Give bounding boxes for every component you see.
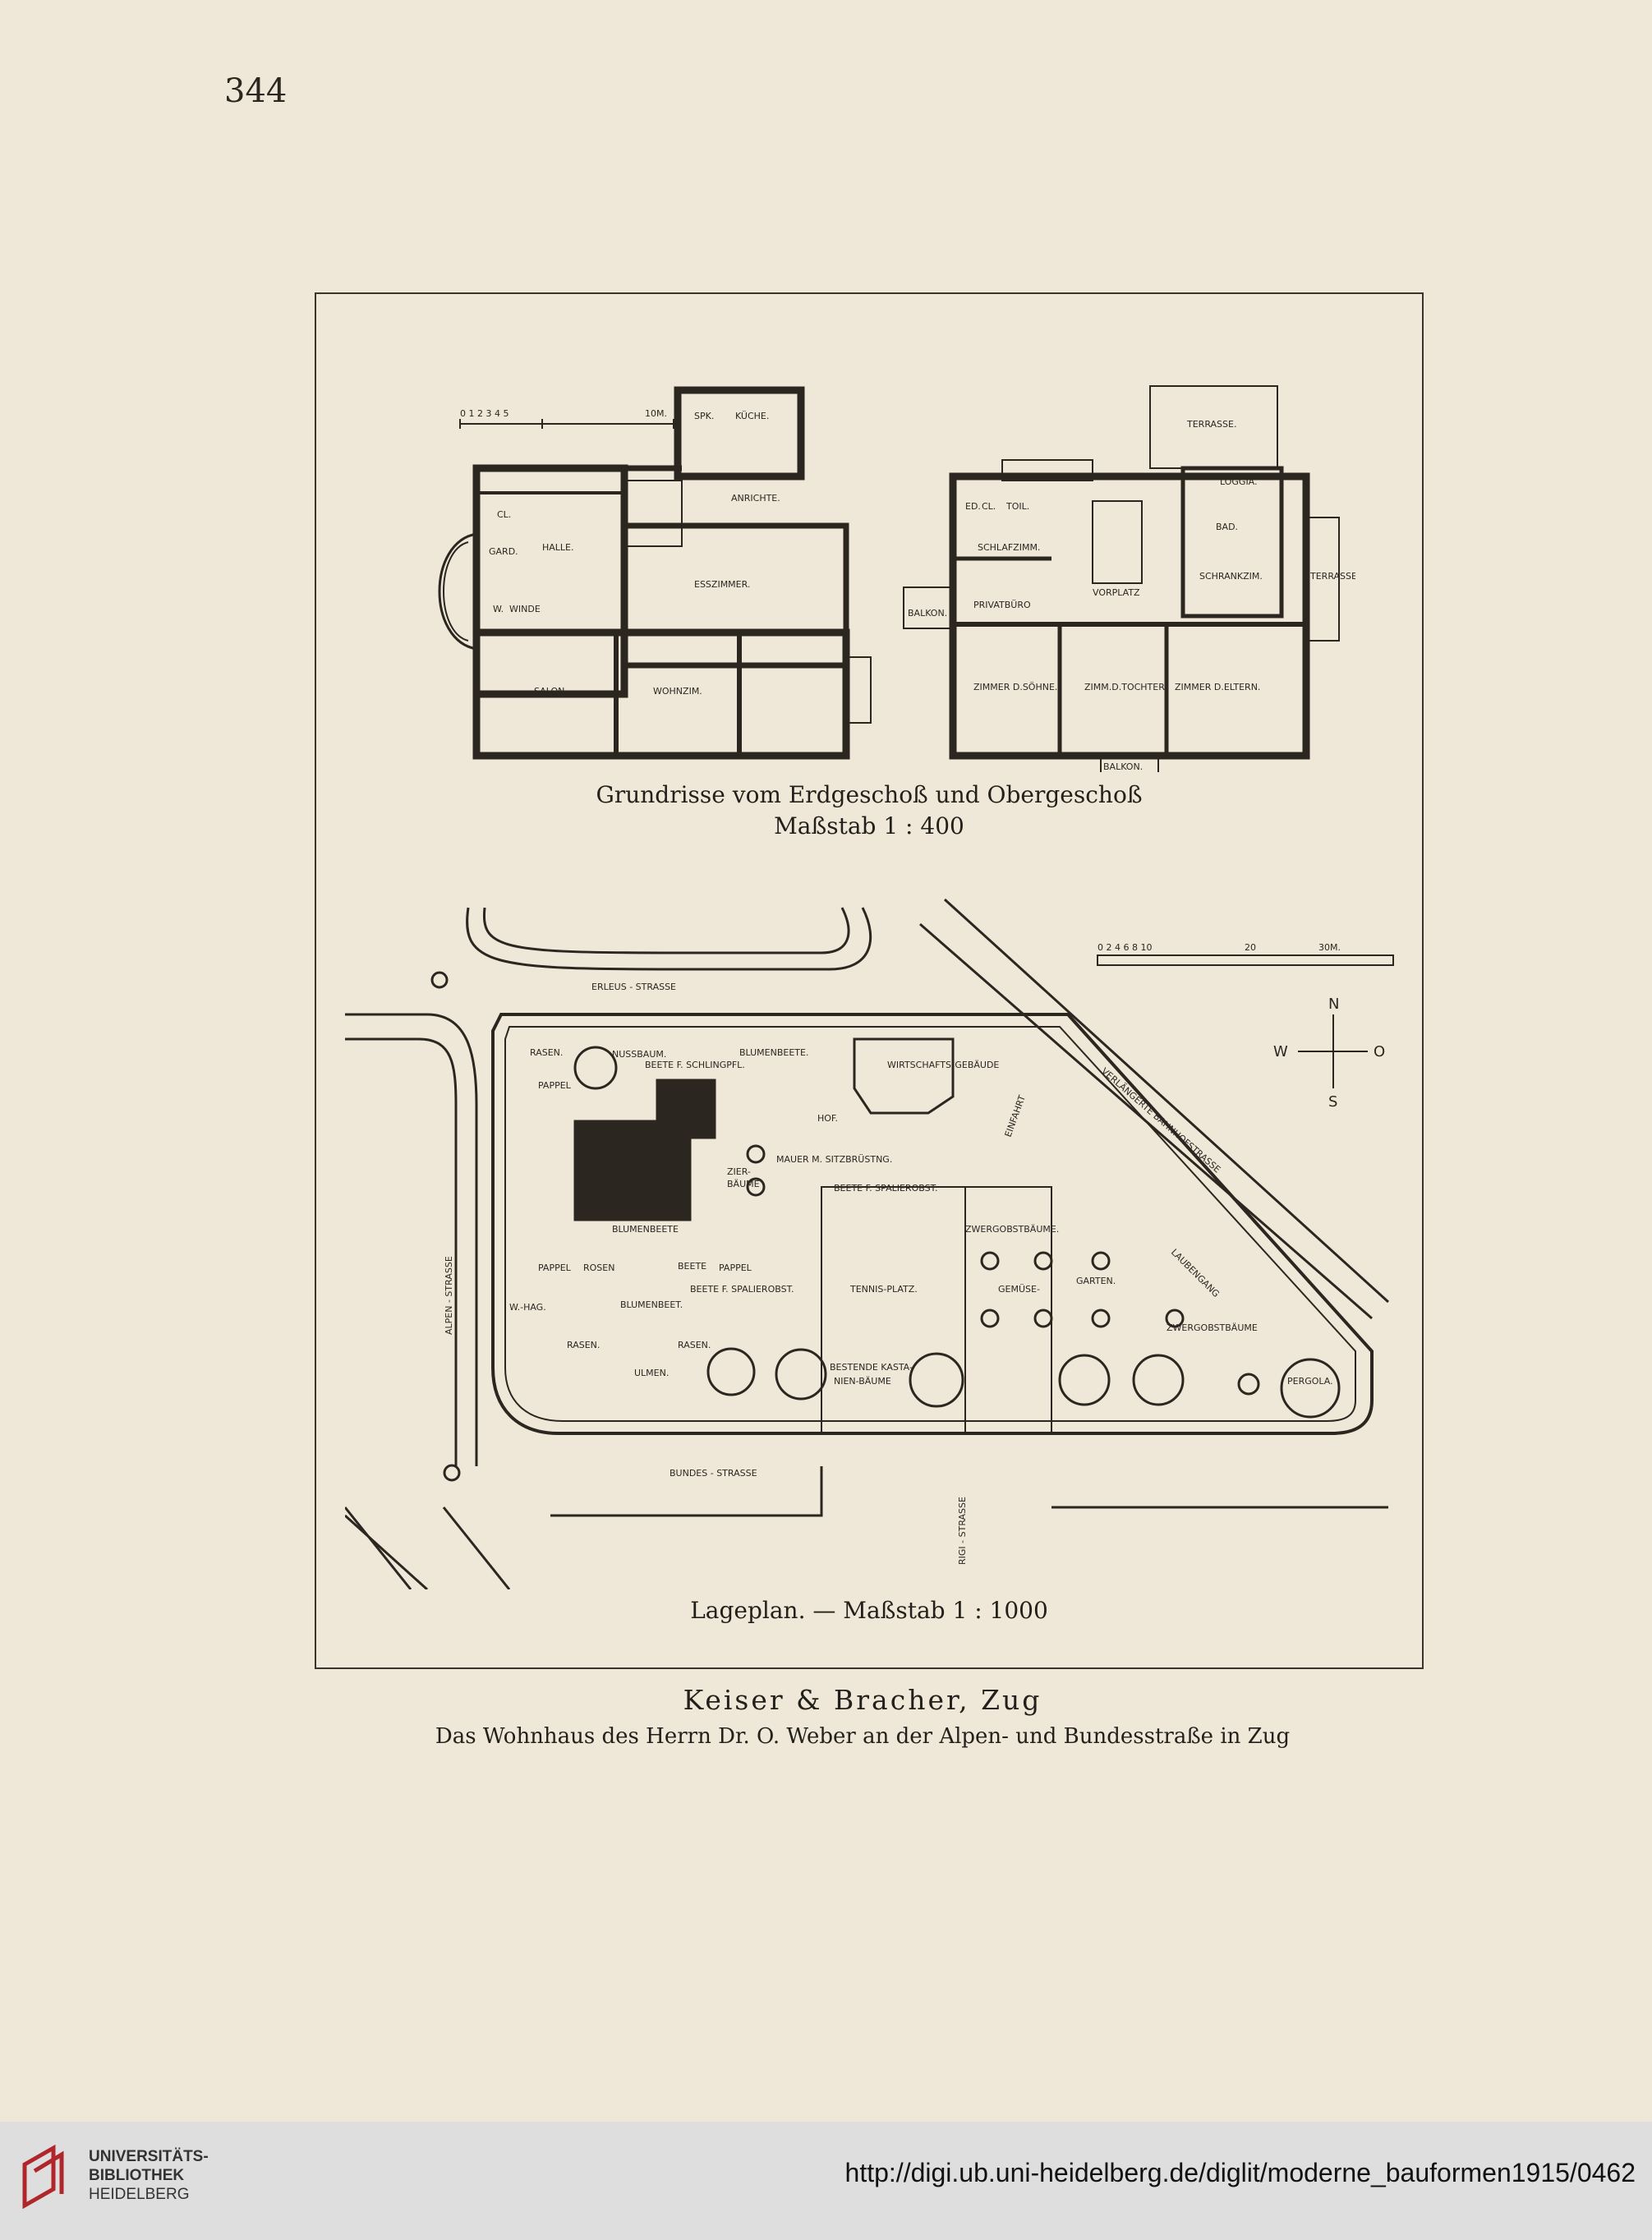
svg-text:BAD.: BAD. — [1216, 522, 1238, 532]
svg-text:PERGOLA.: PERGOLA. — [1287, 1376, 1333, 1387]
svg-text:WIRTSCHAFTS-GEBÄUDE: WIRTSCHAFTS-GEBÄUDE — [887, 1060, 999, 1070]
svg-text:GARTEN.: GARTEN. — [1076, 1276, 1116, 1286]
svg-text:RASEN.: RASEN. — [678, 1340, 711, 1350]
svg-text:RASEN.: RASEN. — [567, 1340, 600, 1350]
svg-text:PAPPEL: PAPPEL — [538, 1080, 572, 1091]
svg-text:N: N — [1328, 996, 1339, 1013]
svg-text:BEETE F. SCHLINGPFL.: BEETE F. SCHLINGPFL. — [645, 1060, 745, 1070]
svg-text:W: W — [1273, 1043, 1288, 1060]
svg-text:SPK.: SPK. — [694, 411, 714, 421]
svg-text:ED.: ED. — [965, 501, 981, 512]
svg-text:ALPEN - STRASSE: ALPEN - STRASSE — [444, 1256, 454, 1335]
svg-text:NIEN-BÄUME: NIEN-BÄUME — [834, 1376, 891, 1387]
svg-text:ULMEN.: ULMEN. — [634, 1368, 669, 1378]
svg-text:SCHLAFZIMM.: SCHLAFZIMM. — [978, 542, 1040, 553]
svg-text:NUSSBAUM.: NUSSBAUM. — [612, 1049, 666, 1060]
svg-text:CL.: CL. — [982, 501, 996, 512]
svg-text:GEMÜSE-: GEMÜSE- — [998, 1284, 1040, 1295]
site-plan-drawing: 0 2 4 6 8 10 20 30M. N S W O ERLEUS - ST… — [345, 898, 1394, 1589]
svg-text:VERLÄNGERTE BAHNHOFSTRASSE: VERLÄNGERTE BAHNHOFSTRASSE — [1099, 1065, 1222, 1175]
svg-text:WOHNZIM.: WOHNZIM. — [653, 686, 702, 697]
svg-text:S: S — [1328, 1093, 1337, 1111]
svg-text:0 1 2 3 4 5: 0 1 2 3 4 5 — [460, 408, 508, 419]
svg-text:TOIL.: TOIL. — [1005, 501, 1029, 512]
svg-text:ZIMM.D.TOCHTER: ZIMM.D.TOCHTER — [1084, 682, 1165, 692]
floor-plans-drawing: 0 1 2 3 4 5 10M. SPK. KÜCHE. ANRICHTE. C… — [438, 385, 1355, 772]
svg-text:ZIMMER D.SÖHNE.: ZIMMER D.SÖHNE. — [973, 682, 1057, 692]
svg-text:BLUMENBEETE.: BLUMENBEETE. — [739, 1047, 808, 1058]
svg-text:ZIMMER D.ELTERN.: ZIMMER D.ELTERN. — [1175, 682, 1260, 692]
svg-text:ANRICHTE.: ANRICHTE. — [731, 493, 780, 504]
svg-text:20: 20 — [1245, 942, 1256, 953]
svg-text:CL.: CL. — [497, 509, 511, 520]
svg-text:TERRASSE: TERRASSE — [1309, 571, 1355, 582]
svg-text:LOGGIA.: LOGGIA. — [1220, 476, 1258, 487]
source-url-link[interactable]: http://digi.ub.uni-heidelberg.de/diglit/… — [844, 2158, 1636, 2187]
svg-text:MAUER M. SITZBRÜSTNG.: MAUER M. SITZBRÜSTNG. — [776, 1154, 892, 1165]
svg-text:10M.: 10M. — [645, 408, 667, 419]
svg-text:SALON.: SALON. — [534, 686, 568, 697]
svg-text:RASEN.: RASEN. — [530, 1047, 563, 1058]
svg-text:BEETE F. SPALIEROBST.: BEETE F. SPALIEROBST. — [834, 1183, 937, 1194]
svg-text:SCHRANKZIM.: SCHRANKZIM. — [1199, 571, 1263, 582]
svg-text:ERLEUS - STRASSE: ERLEUS - STRASSE — [591, 982, 676, 992]
svg-text:TERRASSE.: TERRASSE. — [1186, 419, 1236, 430]
library-line2: BIBLIOTHEK — [89, 2167, 185, 2184]
svg-text:PAPPEL: PAPPEL — [719, 1263, 752, 1273]
library-line3: HEIDELBERG — [89, 2186, 190, 2203]
svg-text:ZWERGOBSTBÄUME: ZWERGOBSTBÄUME — [1167, 1322, 1258, 1333]
svg-text:BEETE F. SPALIEROBST.: BEETE F. SPALIEROBST. — [690, 1284, 794, 1295]
plate-subtitle: Das Wohnhaus des Herrn Dr. O. Weber an d… — [435, 1724, 1291, 1749]
siteplan-caption: Lageplan. — Maßstab 1 : 1000 — [690, 1597, 1048, 1624]
svg-text:GARD.: GARD. — [489, 546, 518, 557]
svg-text:W.: W. — [493, 604, 504, 614]
svg-text:BLUMENBEET.: BLUMENBEET. — [620, 1299, 683, 1310]
svg-text:BÄUME: BÄUME — [727, 1179, 760, 1189]
svg-text:TENNIS-PLATZ.: TENNIS-PLATZ. — [849, 1284, 918, 1295]
svg-text:RIGI - STRASSE: RIGI - STRASSE — [957, 1497, 968, 1565]
floorplan-caption-line1: Grundrisse vom Erdgeschoß und Obergescho… — [596, 781, 1143, 808]
svg-text:PRIVATBÜRO: PRIVATBÜRO — [973, 600, 1031, 610]
library-logo-icon — [22, 2144, 64, 2210]
svg-text:W.-HAG.: W.-HAG. — [509, 1302, 546, 1313]
svg-text:ESSZIMMER.: ESSZIMMER. — [694, 579, 750, 590]
svg-text:ROSEN: ROSEN — [583, 1263, 614, 1273]
svg-text:ZIER-: ZIER- — [727, 1166, 751, 1177]
svg-text:VORPLATZ: VORPLATZ — [1093, 587, 1140, 598]
svg-text:BESTENDE KASTA-: BESTENDE KASTA- — [830, 1362, 913, 1373]
svg-text:EINFAHRT: EINFAHRT — [1003, 1093, 1028, 1138]
svg-text:WINDE: WINDE — [509, 604, 541, 614]
footer-bar — [0, 2122, 1652, 2240]
svg-text:KÜCHE.: KÜCHE. — [735, 411, 769, 421]
floorplan-caption-line2: Maßstab 1 : 400 — [774, 812, 964, 839]
svg-text:BALKON.: BALKON. — [908, 608, 947, 619]
architect-credit: Keiser & Bracher, Zug — [683, 1684, 1042, 1716]
svg-text:30M.: 30M. — [1318, 942, 1341, 953]
svg-text:ZWERGOBSTBÄUME.: ZWERGOBSTBÄUME. — [965, 1224, 1059, 1235]
svg-text:LAUBENGANG: LAUBENGANG — [1169, 1247, 1222, 1299]
library-name: UNIVERSITÄTS- BIBLIOTHEK HEIDELBERG — [89, 2147, 209, 2204]
svg-text:O: O — [1374, 1043, 1385, 1060]
svg-text:BLUMENBEETE: BLUMENBEETE — [612, 1224, 679, 1235]
svg-text:BALKON.: BALKON. — [1103, 761, 1143, 772]
svg-text:BEETE: BEETE — [678, 1261, 706, 1272]
svg-text:HALLE.: HALLE. — [542, 542, 574, 553]
library-line1: UNIVERSITÄTS- — [89, 2148, 209, 2165]
svg-text:BUNDES - STRASSE: BUNDES - STRASSE — [670, 1468, 757, 1479]
svg-text:PAPPEL: PAPPEL — [538, 1263, 572, 1273]
page-number: 344 — [224, 72, 288, 110]
svg-text:HOF.: HOF. — [817, 1113, 838, 1124]
plate-frame — [315, 292, 1424, 1669]
svg-text:0 2 4 6 8 10: 0 2 4 6 8 10 — [1097, 942, 1152, 953]
